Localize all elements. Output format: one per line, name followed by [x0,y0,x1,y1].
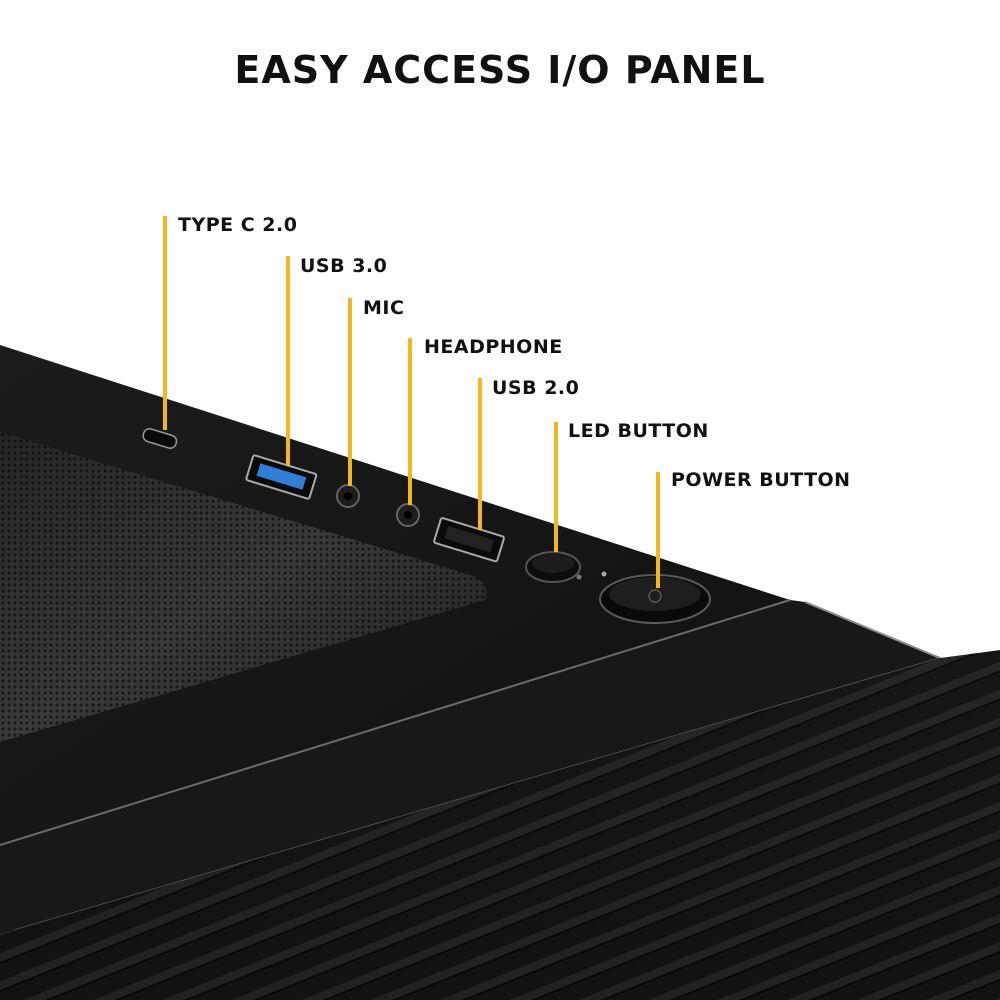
power-led-icon [601,571,607,577]
led-button-icon [525,551,581,583]
headphone-jack-icon [396,503,420,527]
type-c-port-icon [142,428,178,449]
callout-label-usb-3: USB 3.0 [300,255,388,277]
callout-label-type-c: TYPE C 2.0 [178,214,298,236]
case-edge-strip [0,600,940,935]
callout-label-headphone: HEADPHONE [424,336,563,358]
page-title: EASY ACCESS I/O PANEL [234,48,766,92]
usb-3-port-icon [245,454,318,500]
callout-label-usb-2: USB 2.0 [492,377,580,399]
callout-label-power-button: POWER BUTTON [671,469,851,491]
callout-lines [163,216,660,588]
callout-label-mic: MIC [363,297,405,319]
mic-jack-icon [336,484,360,508]
power-button-icon [599,574,711,624]
callout-label-led-button: LED BUTTON [568,420,709,442]
activity-led-icon [576,574,582,580]
usb-2-port-icon [433,517,505,563]
